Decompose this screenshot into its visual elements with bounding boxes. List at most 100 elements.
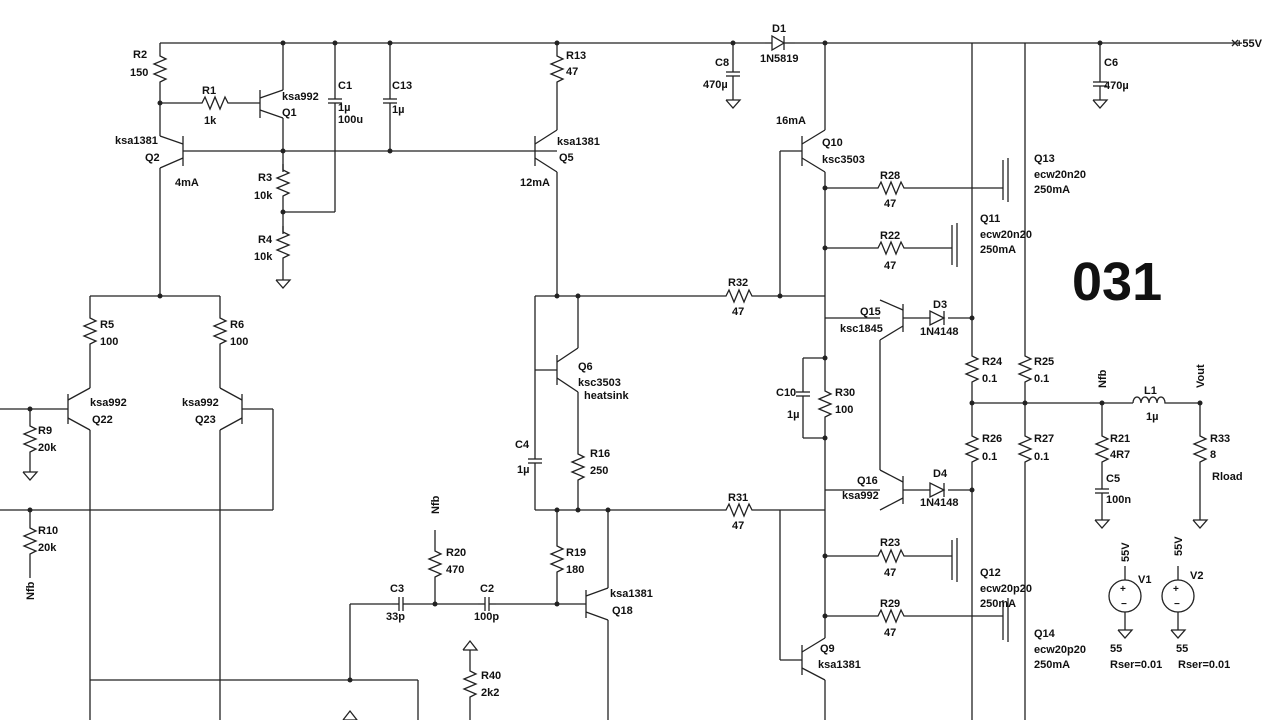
svg-text:55: 55 (1110, 643, 1122, 655)
diodes (765, 34, 946, 499)
svg-text:1µ: 1µ (338, 102, 350, 114)
svg-text:ksc3503: ksc3503 (578, 377, 621, 389)
svg-text:100: 100 (835, 404, 853, 416)
svg-text:1µ: 1µ (787, 409, 799, 421)
svg-text:ksa992: ksa992 (842, 490, 879, 502)
svg-text:ksc1845: ksc1845 (840, 323, 883, 335)
svg-text:C13: C13 (392, 80, 412, 92)
svg-text:Q22: Q22 (92, 414, 113, 426)
svg-text:R13: R13 (566, 50, 586, 62)
svg-text:ksa992: ksa992 (182, 397, 219, 409)
svg-text:Q23: Q23 (195, 414, 216, 426)
net-nfb-out: Nfb (1097, 369, 1109, 388)
svg-text:ksc3503: ksc3503 (822, 154, 865, 166)
voltage-sources: + − + − (1108, 579, 1195, 613)
svg-text:100: 100 (230, 336, 248, 348)
svg-text:R26: R26 (982, 433, 1002, 445)
svg-text:10k: 10k (254, 251, 273, 263)
svg-text:V1: V1 (1138, 574, 1151, 586)
svg-text:Q11: Q11 (980, 213, 1000, 225)
svg-text:20k: 20k (38, 442, 57, 454)
svg-text:R21: R21 (1110, 433, 1130, 445)
svg-text:R23: R23 (880, 537, 900, 549)
capacitors (327, 64, 1110, 612)
svg-text:1N5819: 1N5819 (760, 53, 799, 65)
svg-text:ksa1381: ksa1381 (557, 136, 600, 148)
net-vout: Vout (1195, 364, 1207, 388)
svg-text:250: 250 (590, 465, 608, 477)
svg-text:Q12: Q12 (980, 567, 1001, 579)
svg-text:250mA: 250mA (1034, 659, 1070, 671)
svg-text:0.1: 0.1 (982, 451, 997, 463)
svg-text:ecw20p20: ecw20p20 (1034, 644, 1086, 656)
svg-text:47: 47 (566, 66, 578, 78)
svg-text:ksa992: ksa992 (282, 91, 319, 103)
svg-text:C6: C6 (1104, 57, 1118, 69)
svg-text:R6: R6 (230, 319, 244, 331)
svg-text:47: 47 (884, 627, 896, 639)
svg-text:4R7: 4R7 (1110, 449, 1130, 461)
inductor-l1 (1132, 396, 1167, 404)
svg-text:180: 180 (566, 564, 584, 576)
svg-text:ecw20n20: ecw20n20 (1034, 169, 1086, 181)
svg-text:10k: 10k (254, 190, 273, 202)
svg-text:55V: 55V (1120, 542, 1132, 562)
svg-text:Rser=0.01: Rser=0.01 (1110, 659, 1162, 671)
net-nfb-left: Nfb (25, 581, 37, 600)
svg-text:R31: R31 (728, 492, 748, 504)
svg-text:R32: R32 (728, 277, 748, 289)
svg-text:R10: R10 (38, 525, 58, 537)
svg-text:1µ: 1µ (517, 464, 529, 476)
svg-text:Q2: Q2 (145, 152, 160, 164)
svg-text:R28: R28 (880, 170, 900, 182)
svg-text:R3: R3 (258, 172, 272, 184)
svg-text:C10: C10 (776, 387, 796, 399)
svg-text:C3: C3 (390, 583, 404, 595)
svg-text:1N4148: 1N4148 (920, 326, 959, 338)
svg-text:R4: R4 (258, 234, 273, 246)
svg-text:heatsink: heatsink (584, 390, 630, 402)
svg-text:Rload: Rload (1212, 471, 1243, 483)
svg-text:−: − (1174, 599, 1180, 610)
svg-text:−: − (1121, 599, 1127, 610)
svg-text:Q10: Q10 (822, 137, 843, 149)
svg-text:Q1: Q1 (282, 107, 297, 119)
svg-text:470: 470 (446, 564, 464, 576)
ground-symbols (22, 99, 1208, 720)
svg-text:8: 8 (1210, 449, 1216, 461)
svg-text:R16: R16 (590, 448, 610, 460)
svg-text:Q6: Q6 (578, 361, 593, 373)
svg-text:55V: 55V (1173, 536, 1185, 556)
svg-text:R22: R22 (880, 230, 900, 242)
svg-text:D4: D4 (933, 468, 948, 480)
svg-text:L1: L1 (1144, 385, 1157, 397)
svg-text:Rser=0.01: Rser=0.01 (1178, 659, 1230, 671)
svg-text:+: + (1173, 584, 1179, 595)
svg-text:470µ: 470µ (703, 79, 728, 91)
svg-text:100p: 100p (474, 611, 499, 623)
svg-text:16mA: 16mA (776, 115, 806, 127)
svg-text:R33: R33 (1210, 433, 1230, 445)
svg-text:47: 47 (732, 306, 744, 318)
junction-dots (27, 40, 1203, 683)
svg-text:C8: C8 (715, 57, 729, 69)
svg-text:100u: 100u (338, 114, 363, 126)
svg-text:1N4148: 1N4148 (920, 497, 959, 509)
svg-text:C4: C4 (515, 439, 530, 451)
svg-text:D1: D1 (772, 23, 786, 35)
svg-text:R27: R27 (1034, 433, 1054, 445)
svg-text:Q13: Q13 (1034, 153, 1055, 165)
svg-text:C2: C2 (480, 583, 494, 595)
svg-text:C5: C5 (1106, 473, 1120, 485)
svg-text:ksa1381: ksa1381 (610, 588, 653, 600)
svg-text:20k: 20k (38, 542, 57, 554)
svg-text:ecw20p20: ecw20p20 (980, 583, 1032, 595)
svg-text:250mA: 250mA (1034, 184, 1070, 196)
svg-text:ecw20n20: ecw20n20 (980, 229, 1032, 241)
svg-text:R25: R25 (1034, 356, 1054, 368)
svg-text:100: 100 (100, 336, 118, 348)
svg-text:0.1: 0.1 (982, 373, 997, 385)
svg-text:0.1: 0.1 (1034, 451, 1049, 463)
svg-text:250mA: 250mA (980, 598, 1016, 610)
